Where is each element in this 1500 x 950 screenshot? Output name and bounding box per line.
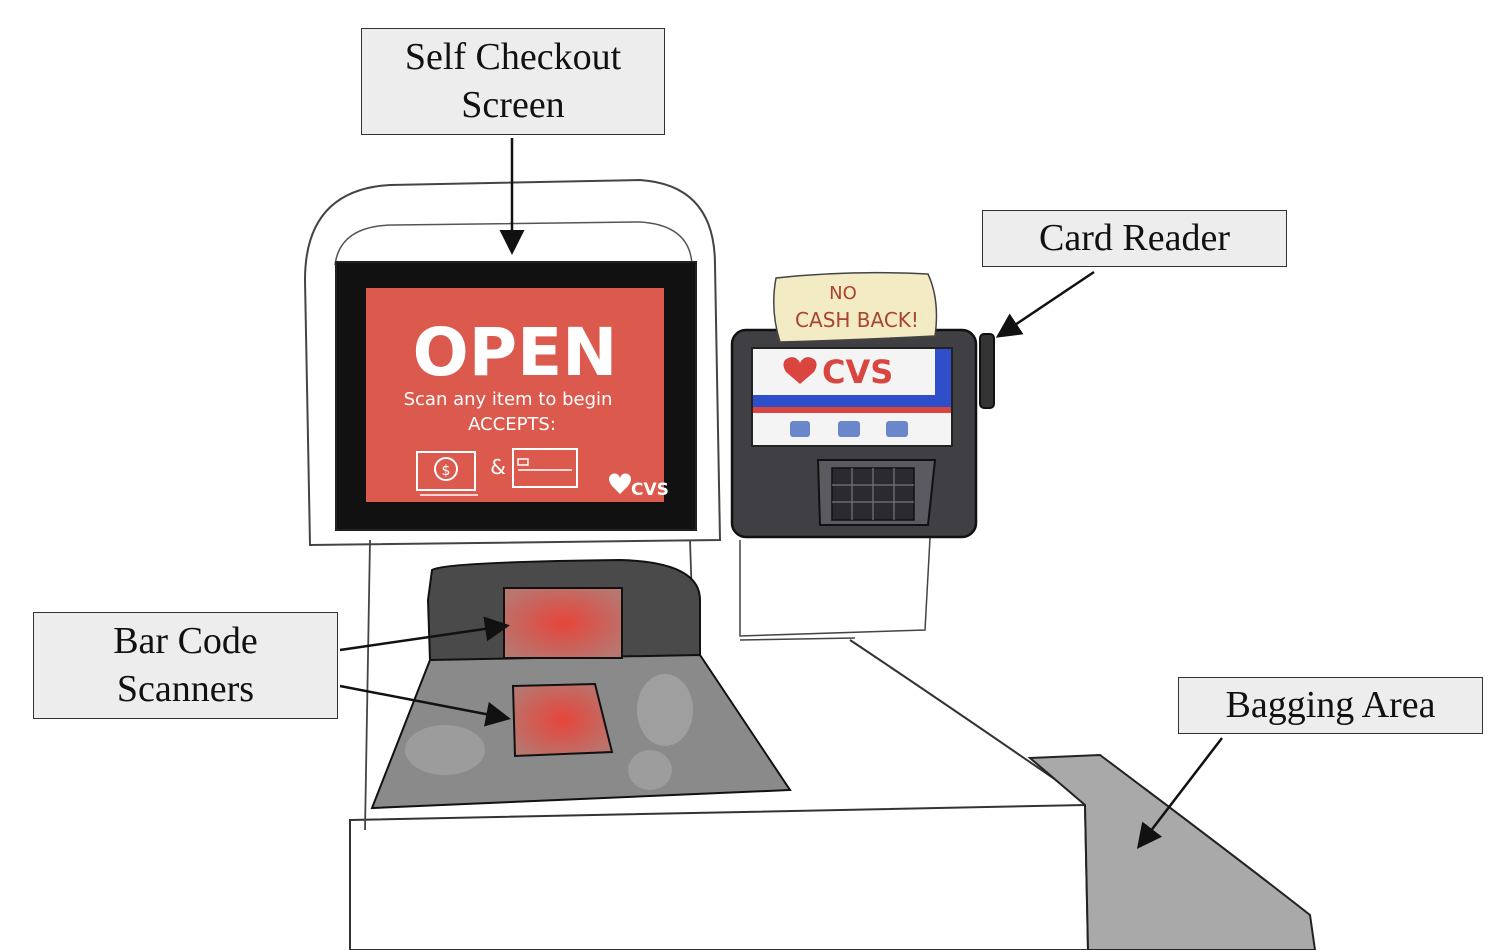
bar-code-scanners-label: Bar Code Scanners <box>33 612 338 719</box>
ampersand: & <box>490 455 506 479</box>
bagging-area-label: Bagging Area <box>1178 677 1483 734</box>
lower-scanner-arrow <box>339 684 511 727</box>
reader-cvs-logo: CVS <box>783 353 893 391</box>
screen-brand: CVS <box>631 480 669 500</box>
card-reader-label: Card Reader <box>982 210 1287 267</box>
bagging-arrow <box>1136 737 1223 849</box>
callout-arrows <box>339 138 1223 849</box>
card-reader: CVS <box>730 328 995 539</box>
self-checkout-screen-label: Self Checkout Screen <box>361 28 665 135</box>
scanners-label-line-2: Scanners <box>116 668 255 710</box>
sign-line-2: CASH BACK! <box>795 308 919 332</box>
card-slot <box>979 333 995 409</box>
screen-headline: OPEN <box>413 314 618 391</box>
card-reader-stand <box>739 537 931 637</box>
reader-brand: CVS <box>822 353 893 391</box>
no-cash-back-sign: NO CASH BACK! <box>773 271 938 343</box>
screen-display <box>366 288 664 502</box>
pin-keypad <box>816 459 937 526</box>
screen-accepts: ACCEPTS: <box>468 414 556 435</box>
card-icon <box>512 448 578 488</box>
cash-symbol: $ <box>442 463 451 479</box>
scanner-bed <box>370 558 792 810</box>
screen-label-line-1: Self Checkout <box>404 36 622 78</box>
horizontal-scanner <box>511 682 614 758</box>
bagging-label-text: Bagging Area <box>1225 684 1436 726</box>
card-reader-arrow <box>995 270 1095 338</box>
screen-label-line-2: Screen <box>461 84 565 126</box>
screen-cvs-logo: CVS <box>609 473 669 500</box>
bagging-area <box>1027 753 1317 950</box>
screen-instruction: Scan any item to begin <box>404 389 613 410</box>
sign-line-1: NO <box>829 283 857 304</box>
vertical-scanner <box>503 587 623 659</box>
card-reader-label-text: Card Reader <box>1039 217 1230 259</box>
upper-scanner-arrow <box>339 616 510 652</box>
scanners-label-line-1: Bar Code <box>113 620 258 662</box>
self-checkout-screen: OPEN Scan any item to begin ACCEPTS: $ &… <box>335 261 697 531</box>
cash-icon: $ <box>416 451 478 496</box>
